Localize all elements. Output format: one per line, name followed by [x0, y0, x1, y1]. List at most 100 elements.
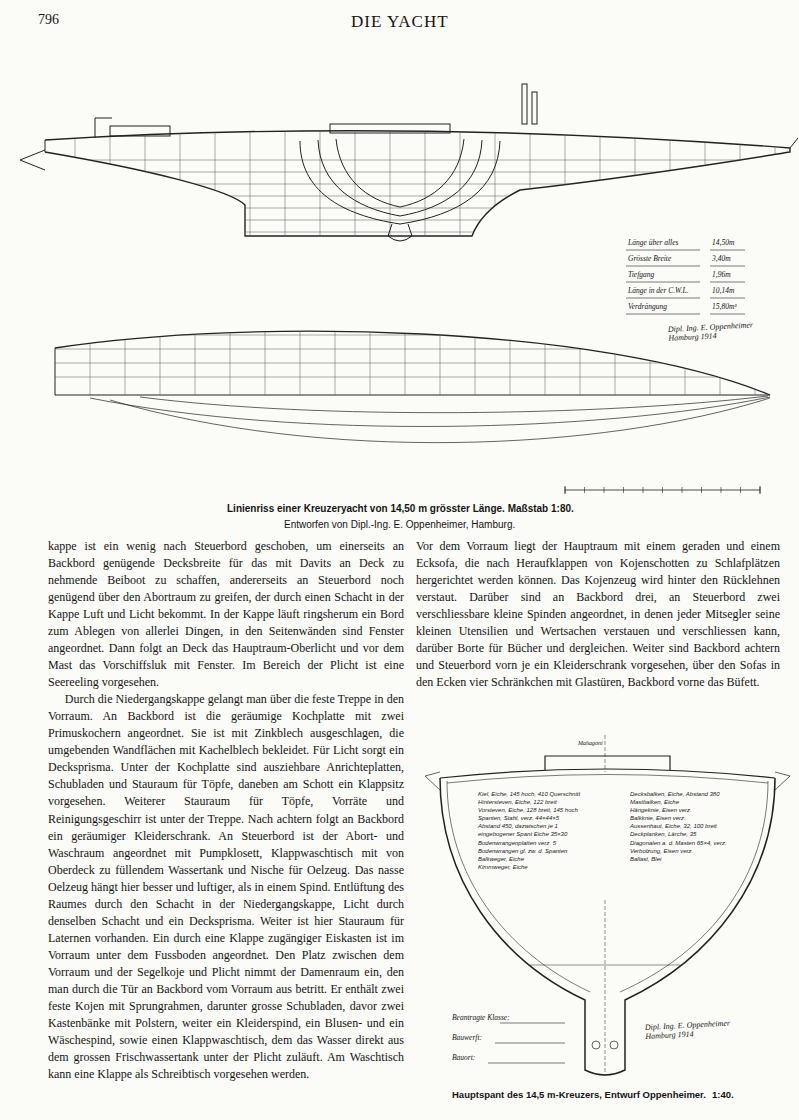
- construction-spec: Balkknie, Eisen verz.: [630, 814, 734, 822]
- drawing-stroke: [125, 310, 126, 395]
- drawing-stroke: [50, 363, 780, 364]
- dimension-underlines: [626, 250, 745, 314]
- spec-block: Kiel, Eiche, 145 hoch, 410 QuerschnittHi…: [478, 790, 582, 871]
- drawing-stroke: [565, 486, 760, 494]
- drawing-stroke: [604, 487, 605, 493]
- drawing-stroke: [90, 310, 91, 395]
- drawing-stroke: [285, 110, 286, 240]
- construction-spec: Abstand 450, dazwischen je 1 eingebogene…: [478, 822, 582, 838]
- drawing-stroke: [605, 735, 606, 772]
- midship-section: [425, 735, 790, 1076]
- figure-caption: Linienriss einer Kreuzeryacht von 14,50 …: [227, 503, 574, 514]
- drawing-stroke: [635, 110, 636, 240]
- text-column: Vor dem Vorraum liegt der Hauptraum mit …: [416, 538, 780, 691]
- drawing-stroke: [488, 1023, 565, 1063]
- dimension-value: 3,40m: [712, 254, 731, 263]
- drawing-stroke: [605, 900, 606, 1076]
- drawing-stroke: [405, 310, 406, 395]
- drawing-stroke: [626, 250, 745, 251]
- dimension-name: Länge in der C.W.L.: [628, 286, 689, 295]
- drawing-stroke: [400, 141, 500, 224]
- drawing-stroke: [50, 349, 780, 350]
- drawing-stroke: [721, 487, 722, 493]
- body-paragraph: Durch die Niedergangskappe gelangt man ü…: [48, 691, 404, 1083]
- dimension-value: 10,14m: [712, 286, 734, 295]
- drawing-stroke: [318, 140, 400, 216]
- drawing-stroke: [30, 160, 795, 161]
- dimension-name: Länge über alles: [628, 238, 678, 247]
- drawing-stroke: [592, 1041, 600, 1049]
- construction-spec: Kiel, Eiche, 145 hoch, 410 Querschnitt: [478, 790, 582, 798]
- drawing-stroke: [545, 310, 546, 395]
- drawing-stroke: [626, 282, 745, 283]
- dimension-value: 15,80m³: [712, 302, 737, 311]
- drawing-stroke: [565, 487, 760, 493]
- drawing-stroke: [685, 310, 686, 395]
- drawing-stroke: [615, 310, 616, 395]
- drawing-stroke: [336, 139, 400, 207]
- drawing-stroke: [425, 772, 440, 790]
- drawing-stroke: [300, 310, 301, 395]
- drawing-stroke: [670, 110, 671, 240]
- drawing-stroke: [335, 310, 336, 395]
- dimension-name: Verdrängung: [628, 302, 667, 311]
- construction-spec: Vorsteven, Eiche, 128 breit, 145 hoch: [478, 806, 582, 814]
- drawing-stroke: [250, 110, 251, 240]
- drawing-stroke: [145, 110, 146, 240]
- drawing-stroke: [370, 310, 371, 395]
- drawing-stroke: [643, 487, 644, 493]
- drawing-stroke: [90, 397, 770, 426]
- drawing-stroke: [565, 487, 566, 493]
- drawing-stroke: [30, 232, 795, 233]
- drawing-stroke: [388, 224, 412, 241]
- drawing-stroke: [110, 398, 770, 443]
- drawing-stroke: [400, 139, 464, 207]
- drawing-stroke: [110, 126, 170, 136]
- drawing-stroke: [740, 110, 741, 240]
- construction-spec: Decksbalken, Eiche, Abstand 380: [630, 790, 734, 798]
- construction-spec: Bodenwrangen gl. zw. d. Spanten: [478, 847, 582, 855]
- construction-spec: Aussenhaut, Eiche, 32, 100 breit: [630, 822, 734, 830]
- figure-credit: Entworfen von Dipl.-Ing. E. Oppenheimer,…: [284, 519, 515, 530]
- drawing-stroke: [30, 196, 795, 197]
- body-paragraph: kappe ist ein wenig nach Steuerbord gesc…: [48, 538, 404, 691]
- profile-drawing: [20, 84, 798, 241]
- drawing-stroke: [440, 778, 775, 1075]
- drawing-stroke: [400, 140, 482, 216]
- drawing-stroke: [30, 172, 795, 173]
- drawing-stroke: [55, 348, 770, 395]
- drawing-stroke: [75, 110, 76, 240]
- drawing-stroke: [355, 110, 356, 240]
- drawing-stroke: [682, 487, 683, 493]
- figure-caption: Hauptspant des 14,5 m-Kreuzers, Entwurf …: [452, 1089, 706, 1100]
- body-paragraph: Vor dem Vorraum liegt der Hauptraum mit …: [416, 538, 780, 691]
- drawing-stroke: [740, 487, 741, 493]
- drawing-stroke: [662, 487, 663, 493]
- drawing-stroke: [755, 310, 756, 395]
- drawing-stroke: [390, 110, 391, 240]
- page-number: 796: [38, 12, 59, 28]
- drawing-stroke: [30, 110, 795, 240]
- drawing-stroke: [626, 266, 745, 267]
- construction-spec: Deckplanken, Lärche, 35: [630, 830, 734, 838]
- designer-signature: Dipl. Ing. E. Oppenheimer Hamburg 1914: [668, 319, 779, 343]
- scale-note: 1:40.: [712, 1089, 734, 1100]
- drawing-stroke: [623, 487, 624, 493]
- drawing-stroke: [475, 310, 476, 395]
- drawing-stroke: [230, 310, 231, 395]
- construction-spec: Ballast, Blei: [630, 855, 734, 863]
- drawing-stroke: [50, 377, 780, 378]
- drawing-stroke: [701, 487, 702, 493]
- drawing-stroke: [160, 310, 161, 395]
- drawing-stroke: [522, 84, 527, 124]
- drawing-stroke: [425, 110, 426, 240]
- drawing-stroke: [300, 141, 400, 224]
- drawing-stroke: [650, 310, 651, 395]
- drawing-stroke: [180, 110, 181, 240]
- drawing-stroke: [760, 487, 761, 493]
- drawing-stroke: [45, 148, 790, 236]
- drawing-stroke: [30, 220, 795, 221]
- drawing-stroke: [50, 310, 780, 395]
- drawing-stroke: [510, 310, 511, 395]
